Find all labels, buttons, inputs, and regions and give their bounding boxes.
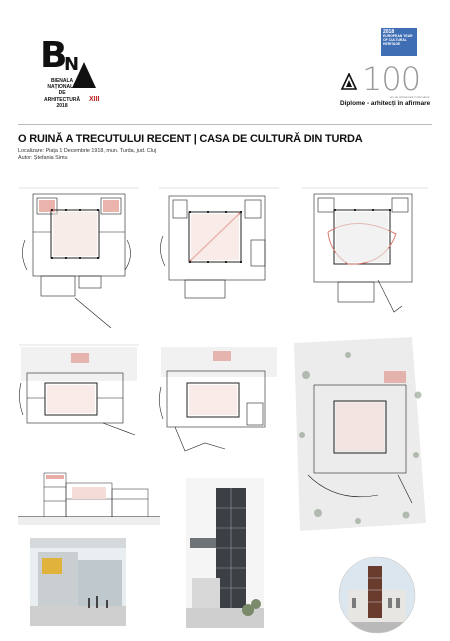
eu-heritage-badge bbox=[381, 28, 417, 56]
site-plan bbox=[294, 337, 426, 531]
eu-line-2: OF CULTURAL bbox=[383, 38, 407, 42]
category-label: Diplome - arhitecți în afirmare bbox=[340, 100, 431, 107]
bna-edition: XIII bbox=[89, 96, 100, 103]
eu-line-1: EUROPEAN YEAR bbox=[383, 34, 413, 38]
render-exterior-round bbox=[338, 556, 416, 634]
floor-plan-3 bbox=[302, 187, 428, 313]
bna-line-3: DE bbox=[58, 90, 66, 97]
floor-plan-5 bbox=[159, 347, 277, 452]
bna-line-2: NAȚIONALĂ bbox=[47, 84, 77, 91]
eu-line-3: HERITAGE bbox=[383, 42, 401, 46]
header-divider bbox=[18, 124, 432, 125]
bna-logo-a-triangle bbox=[72, 62, 96, 88]
floor-plan-4 bbox=[19, 344, 139, 436]
bna-line-4: ARHITECTURĂ bbox=[44, 96, 81, 103]
eu-year: 2018 bbox=[383, 29, 395, 35]
project-title: O RUINĂ A TRECUTULUI RECENT | CASA DE CU… bbox=[18, 133, 363, 145]
bna-logo-b: B bbox=[40, 35, 67, 76]
floor-plan-1 bbox=[19, 187, 139, 329]
building-section bbox=[18, 472, 160, 525]
pencil-icon bbox=[340, 73, 358, 90]
project-author: Autor: Ștefania Simu bbox=[18, 155, 68, 161]
centenary-subtitle: ani de arhitectură în România bbox=[390, 95, 430, 99]
bna-line-5: 2018 bbox=[56, 102, 68, 109]
bna-line-1: BIENALA bbox=[50, 78, 74, 84]
render-interior bbox=[30, 538, 126, 626]
bna-logo-text: BIENALA NAȚIONALĂ DE ARHITECTURĂ 2018 bbox=[44, 78, 80, 109]
centenary-number: 100 bbox=[362, 60, 421, 98]
render-tower bbox=[186, 478, 264, 628]
floor-plan-2 bbox=[159, 187, 279, 299]
eu-heritage-text: 2018 EUROPEAN YEAR OF CULTURAL HERITAGE bbox=[383, 29, 416, 47]
project-location: Localizare: Piața 1 Decembrie 1918, mun.… bbox=[18, 148, 157, 154]
